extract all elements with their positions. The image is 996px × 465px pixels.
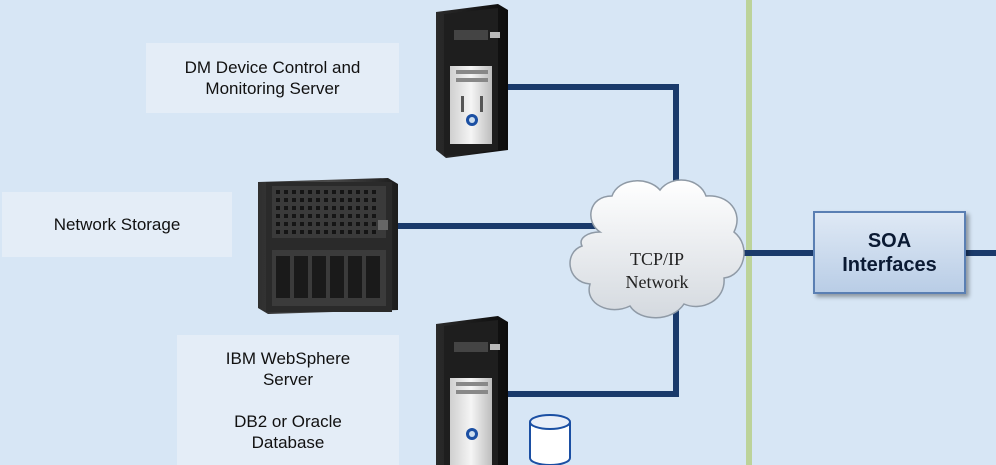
connector-dm-server <box>500 84 679 240</box>
database-label-line2: Database <box>251 432 325 452</box>
websphere-label-line2: Server <box>262 369 314 389</box>
divider-line <box>746 0 752 465</box>
dm-server-label-line1: DM Device Control and <box>184 58 361 77</box>
soa-label-line2: Interfaces <box>842 253 937 276</box>
network-storage-label-text: Network Storage <box>53 215 181 234</box>
cloud-label: TCP/IP Network <box>592 248 722 294</box>
cloud-label-line2: Network <box>625 272 689 292</box>
dm-server-label: DM Device Control and Monitoring Server <box>146 43 399 113</box>
soa-label-line1: SOA <box>867 229 912 252</box>
websphere-label: IBM WebSphere Server DB2 or Oracle Datab… <box>177 335 399 465</box>
network-storage-label: Network Storage <box>2 192 232 257</box>
cloud-label-line1: TCP/IP <box>629 249 685 269</box>
connector-websphere <box>500 290 679 397</box>
soa-interfaces-box: SOA Interfaces <box>813 211 966 294</box>
database-label-line1: DB2 or Oracle <box>234 411 342 431</box>
dm-server-label-line2: Monitoring Server <box>205 79 340 98</box>
websphere-label-line1: IBM WebSphere <box>225 348 351 368</box>
